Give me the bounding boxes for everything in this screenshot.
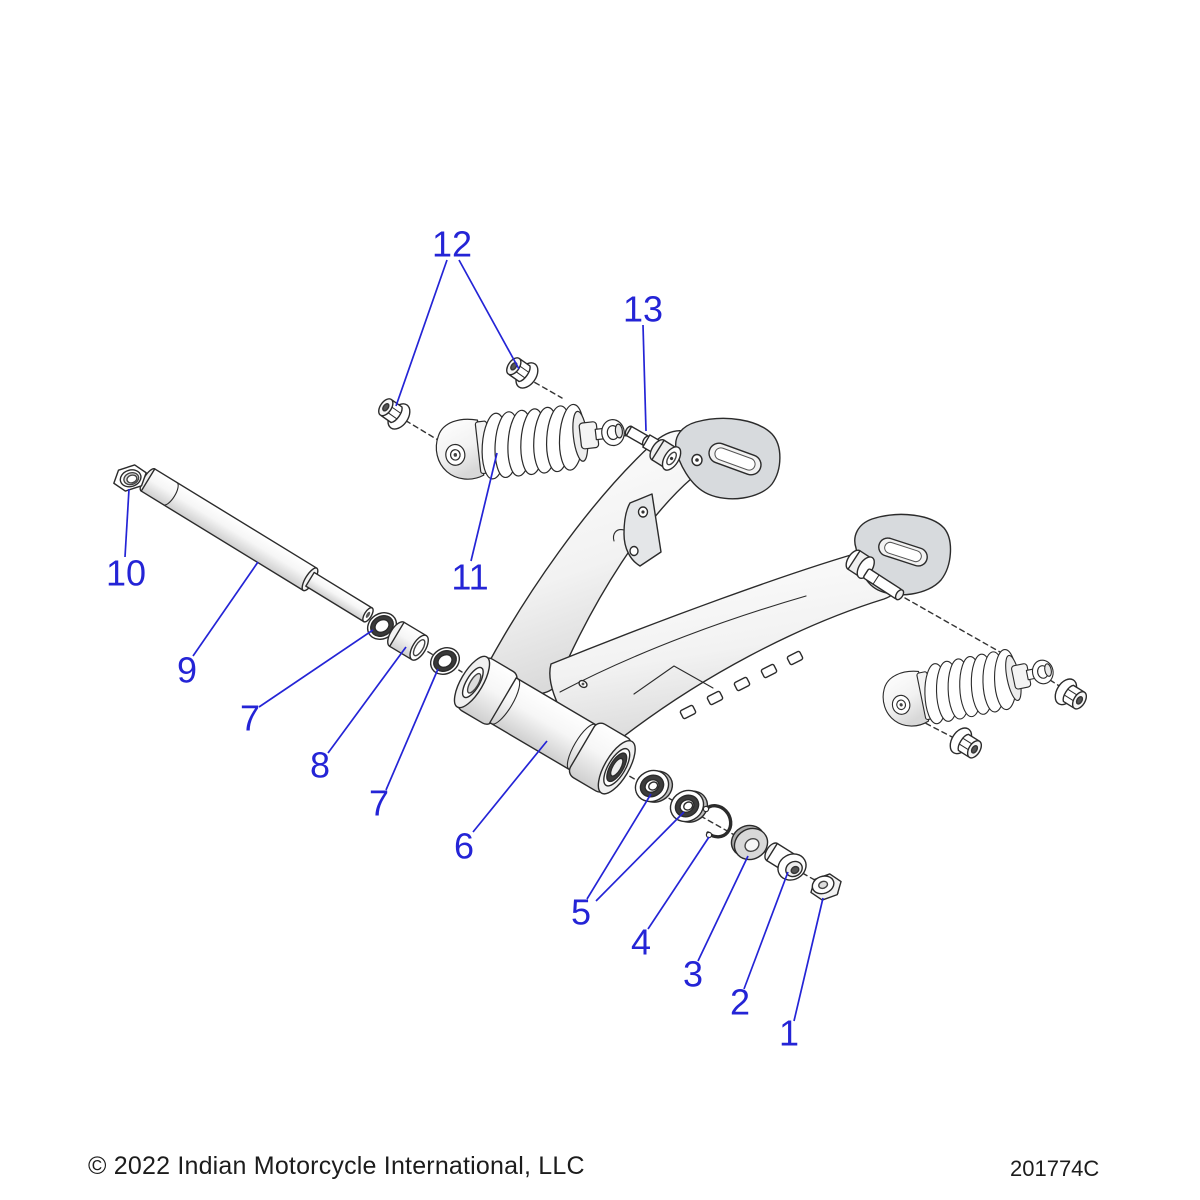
- swingarm-nut-illustration: [810, 873, 842, 901]
- callout-label-7: 7: [240, 698, 260, 739]
- callout-leader-4: [647, 836, 710, 930]
- callout-leader-11: [470, 452, 498, 562]
- swingarm-right-bracket: [845, 513, 952, 601]
- callout-label-12: 12: [432, 224, 472, 265]
- callout-label-8: 8: [310, 745, 330, 786]
- shock-flange-nut-left-upper: [500, 350, 544, 393]
- callout-leader-1: [793, 897, 824, 1022]
- callout-leader-2: [743, 871, 789, 990]
- shock-absorber-right-illustration: [877, 638, 1060, 736]
- shock-flange-nut-right-upper: [1050, 674, 1093, 716]
- pivot-axle-illustration: [139, 467, 374, 623]
- copyright-text: © 2022 Indian Motorcycle International, …: [88, 1152, 585, 1180]
- callout-leader-7: [385, 668, 439, 791]
- callout-leader-5: [586, 793, 652, 900]
- spacer-illustration: [764, 842, 807, 881]
- callout-leader-6: [472, 740, 548, 833]
- callout-leader-12: [395, 259, 448, 407]
- shock-flange-nut-left-lower: [372, 391, 416, 434]
- swingarm-pivot-tube: [453, 655, 636, 795]
- shock-flange-nut-right-lower: [945, 723, 988, 765]
- callout-label-11: 11: [451, 557, 488, 598]
- callout-label-9: 9: [177, 650, 197, 691]
- callout-leader-12: [458, 259, 520, 370]
- callout-leader-3: [697, 855, 749, 962]
- shock-absorber-left-illustration: [432, 396, 629, 488]
- callout-label-6: 6: [454, 826, 474, 867]
- callout-label-13: 13: [623, 289, 663, 330]
- callout-leader-10: [124, 488, 130, 558]
- callout-label-3: 3: [683, 954, 703, 995]
- washer-illustration: [730, 824, 769, 861]
- callout-leader-7: [258, 629, 374, 708]
- diagram-number: 201774C: [1010, 1156, 1100, 1181]
- swingarm-tabs: [679, 650, 804, 720]
- callout-leader-8: [327, 646, 407, 754]
- snap-ring-illustration: [702, 804, 733, 839]
- axle-nut-illustration: [113, 464, 147, 492]
- callout-label-7: 7: [369, 783, 389, 824]
- seal-inner-illustration: [424, 641, 466, 681]
- callout-leader-5: [595, 811, 685, 902]
- callout-label-1: 1: [779, 1013, 799, 1054]
- swingarm-illustration: [453, 417, 952, 795]
- callout-label-5: 5: [571, 892, 591, 933]
- callout-leader-9: [192, 561, 259, 657]
- swingarm-top-bracket: [612, 417, 781, 567]
- callout-label-4: 4: [631, 922, 651, 963]
- callout-label-2: 2: [730, 982, 750, 1023]
- callout-label-10: 10: [106, 553, 146, 594]
- callout-leader-13: [642, 324, 647, 432]
